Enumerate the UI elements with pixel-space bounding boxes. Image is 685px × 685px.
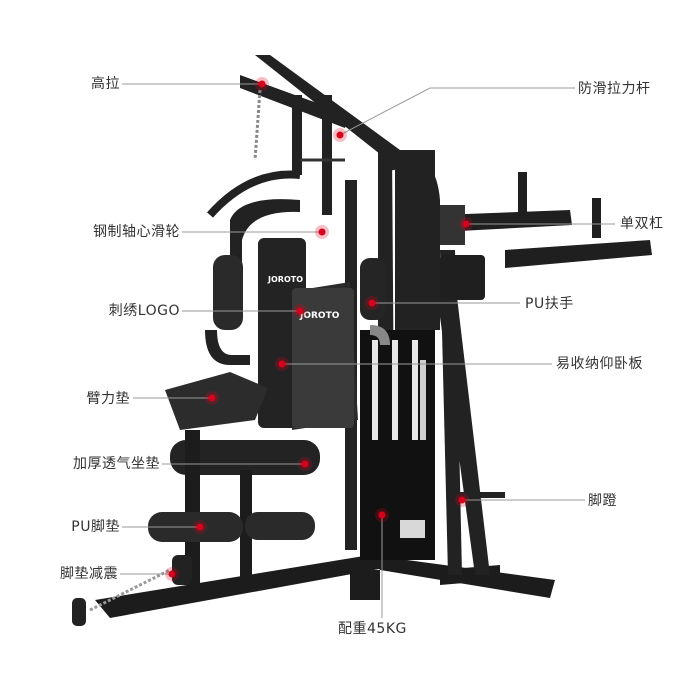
marker-dot-high-pull (258, 80, 266, 88)
label-dip-bar: 单双杠 (620, 216, 664, 232)
marker-dot-arm-pad (208, 394, 216, 402)
label-pu-armrest: PU扶手 (525, 296, 574, 312)
marker-dot-seat (301, 460, 309, 468)
leader-anti-slip (339, 87, 575, 136)
label-embroidered-logo: 刺绣LOGO (108, 303, 180, 319)
weight-stack (360, 330, 435, 560)
leader-lines (120, 83, 615, 618)
marker-dot-pedal (458, 496, 466, 504)
seat-assembly (72, 258, 505, 626)
cable (207, 89, 345, 218)
logo-text: JOROTO (299, 311, 340, 321)
label-anti-slip-bar: 防滑拉力杆 (578, 81, 651, 97)
marker-dot-shock (168, 570, 176, 578)
base-frame (95, 555, 555, 618)
back-pads: JOROTO JOROTO (258, 238, 358, 430)
marker-dot-pulley (318, 228, 326, 236)
label-steel-pulley: 钢制轴心滑轮 (93, 224, 180, 240)
dip-station (440, 172, 652, 300)
label-high-pull: 高拉 (91, 76, 120, 92)
label-thick-seat: 加厚透气坐垫 (73, 456, 160, 472)
label-arm-pad: 臂力垫 (86, 391, 130, 407)
markers (165, 77, 473, 581)
label-pu-footpad: PU脚垫 (71, 519, 120, 535)
logo-text-2: JOROTO (267, 275, 303, 284)
marker-dot-situp (278, 360, 286, 368)
label-situp-board: 易收纳仰卧板 (556, 356, 643, 372)
marker-dot-footpad (196, 523, 204, 531)
marker-dot-dip-bar (462, 220, 470, 228)
marker-dot-anti-slip (336, 131, 344, 139)
marker-dot-logo (296, 307, 304, 315)
label-shock-pad: 脚垫减震 (60, 566, 118, 582)
marker-dot-weight (378, 511, 386, 519)
label-foot-pedal: 脚蹬 (588, 493, 617, 509)
label-counterweight: 配重45KG (338, 621, 407, 637)
marker-dot-armrest (368, 299, 376, 307)
